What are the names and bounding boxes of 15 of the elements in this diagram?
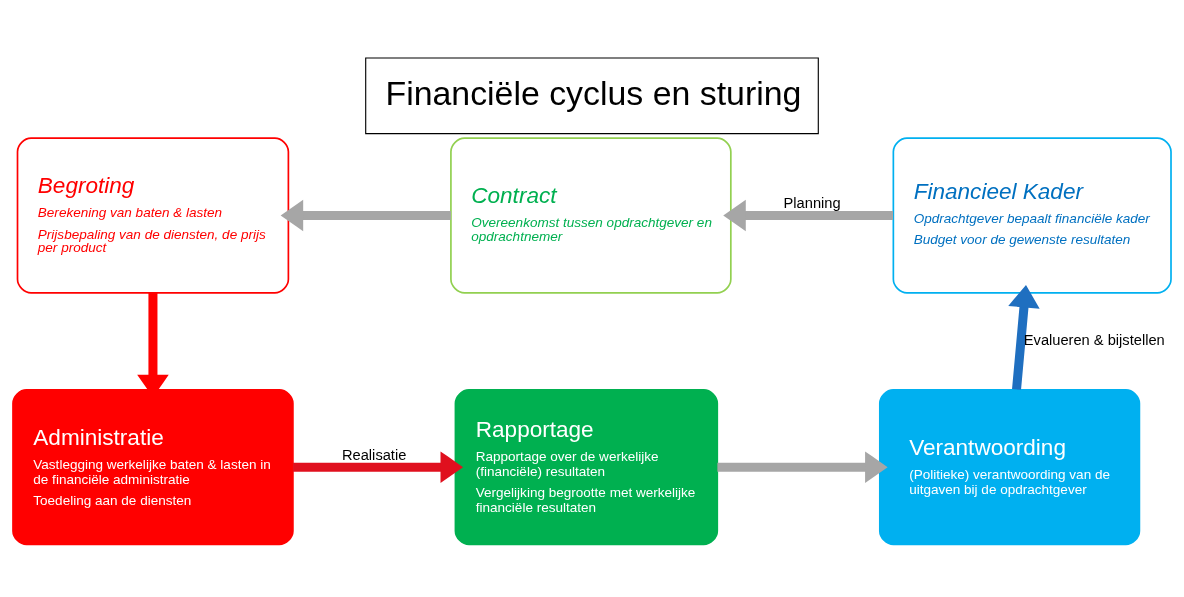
node-box: Verantwoording (Politieke) verantwoording van de uitgaven bij de opdrachtgever: [878, 388, 1141, 545]
diagram-title: Financiële cyclus en sturing: [385, 73, 802, 112]
arrow: [723, 199, 894, 231]
arrow: [280, 199, 451, 231]
edge-label: Realisatie: [341, 446, 407, 463]
node-box: Administratie Vastlegging werkelijke baten & lasten in de financiële administratie Toedeling aan de diensten: [12, 388, 294, 545]
node-box: Begroting Berekening van baten & lasten Prijsbepaling van de diensten, de prijs per product: [16, 136, 290, 294]
edge-label: Planning: [783, 194, 841, 211]
node-box: Rapportage Rapportage over de werkelijke (financiële) resultaten Vergelijking begrootte met werkelijke financiële resultaten: [454, 388, 719, 545]
node-box: Contract Overeenkomst tussen opdrachtgever en opdrachtnemer: [450, 136, 732, 294]
node-box: Financieel Kader Opdrachtgever bepaalt financiële kader Budget voor de gewenste resultaten: [892, 136, 1172, 294]
arrow: [717, 450, 888, 483]
edge-label: Evalueren & bijstellen: [1023, 331, 1165, 348]
arrow: [293, 450, 464, 483]
arrow: [1008, 284, 1040, 390]
